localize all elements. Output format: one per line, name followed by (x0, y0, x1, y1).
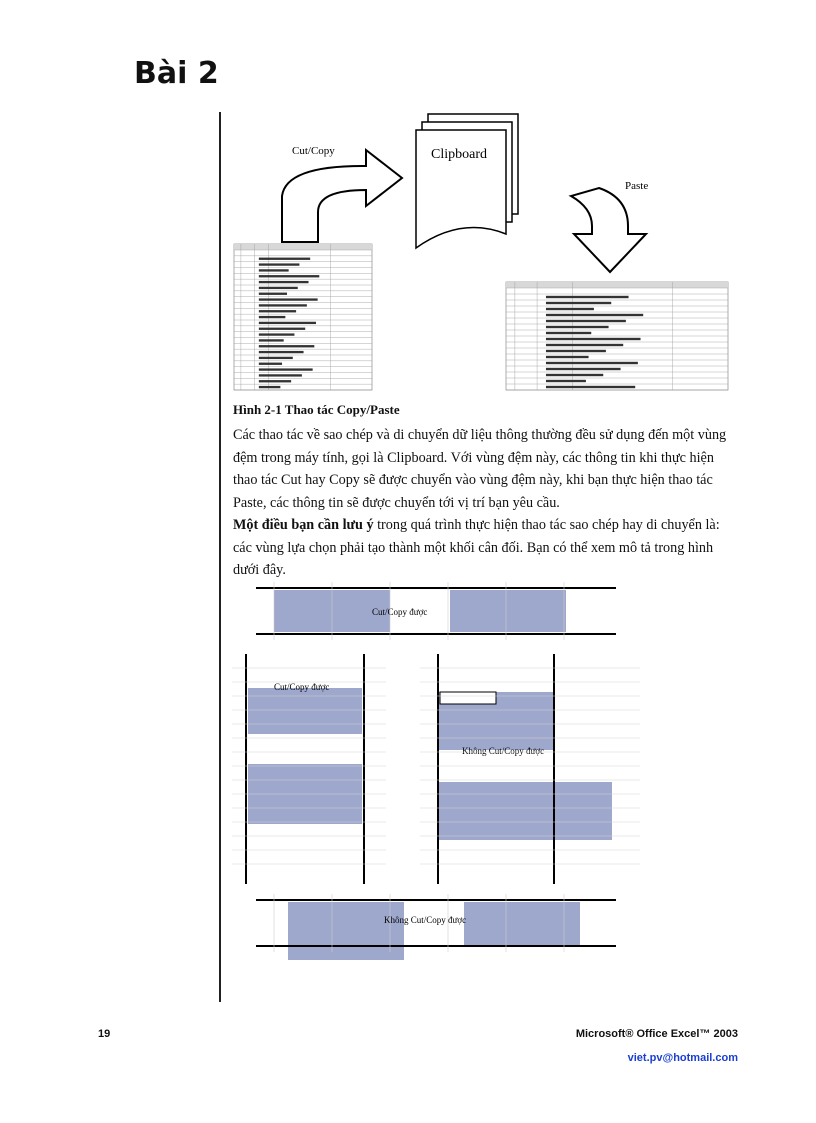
paragraph-note: Một điều bạn cần lưu ý trong quá trình t… (233, 514, 738, 582)
label-ok-horizontal: Cut/Copy được (372, 607, 427, 617)
example-offset-not-ok: Không Cut/Copy được (256, 899, 616, 960)
label-not-ok-uneven: Không Cut/Copy được (462, 746, 544, 756)
clipboard-document (415, 129, 507, 250)
selection-examples-diagram: Cut/Copy được Cut/Copy được Không Cut/Co… (232, 582, 640, 960)
label-ok-vertical: Cut/Copy được (274, 682, 329, 692)
example-vertical-ok: Cut/Copy được (245, 654, 365, 884)
faint-gridlines (232, 582, 640, 952)
note-emphasis: Một điều bạn cần lưu ý (233, 517, 374, 533)
example-horizontal-ok: Cut/Copy được (256, 587, 616, 635)
footer-product: Microsoft® Office Excel™ 2003 (575, 1028, 738, 1040)
footer-email: viet.pv@hotmail.com (627, 1052, 738, 1064)
source-spreadsheet-thumbnail (233, 243, 373, 391)
cut-copy-arrow (281, 147, 404, 243)
margin-rule (219, 112, 221, 1002)
destination-spreadsheet-thumbnail (505, 281, 729, 391)
label-not-ok-offset: Không Cut/Copy được (384, 915, 466, 925)
paste-label: Paste (625, 180, 648, 192)
paste-arrow (568, 186, 649, 274)
chapter-title: Bài 2 (134, 56, 219, 91)
clipboard-label: Clipboard (431, 147, 487, 162)
example-uneven-not-ok: Không Cut/Copy được (437, 654, 612, 884)
paragraph-clipboard: Các thao tác về sao chép và di chuyển dữ… (233, 427, 727, 511)
figure-caption: Hình 2-1 Thao tác Copy/Paste (233, 402, 400, 417)
note-text: trong quá trình thực hiện thao tác sao c… (233, 517, 720, 578)
page-number: 19 (98, 1028, 111, 1040)
copy-paste-diagram: Cut/Copy Clipboard Paste (233, 113, 729, 391)
cut-copy-label: Cut/Copy (292, 145, 335, 157)
